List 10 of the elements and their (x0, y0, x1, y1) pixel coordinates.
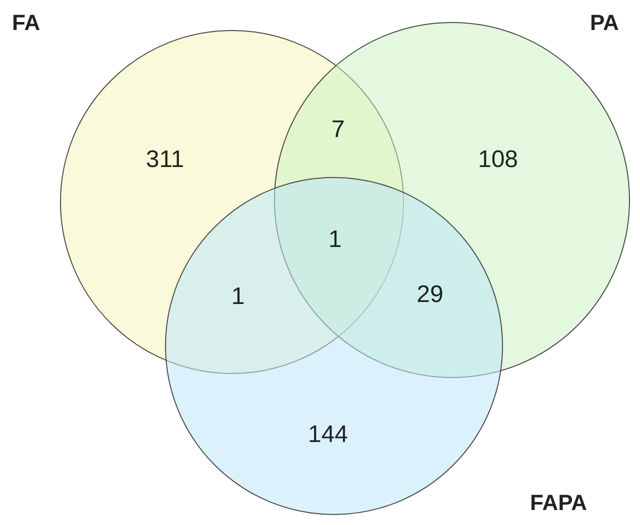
count-label: 29 (416, 281, 444, 309)
count-label: 1 (328, 226, 342, 254)
count-label: 311 (146, 146, 184, 174)
set-label: FA (12, 10, 40, 36)
set-label: PA (590, 10, 619, 36)
count-label: 7 (331, 116, 345, 144)
count-label: 144 (308, 421, 348, 449)
count-label: 1 (231, 283, 245, 311)
count-label: 108 (478, 146, 518, 174)
set-label: FAPA (530, 490, 588, 516)
